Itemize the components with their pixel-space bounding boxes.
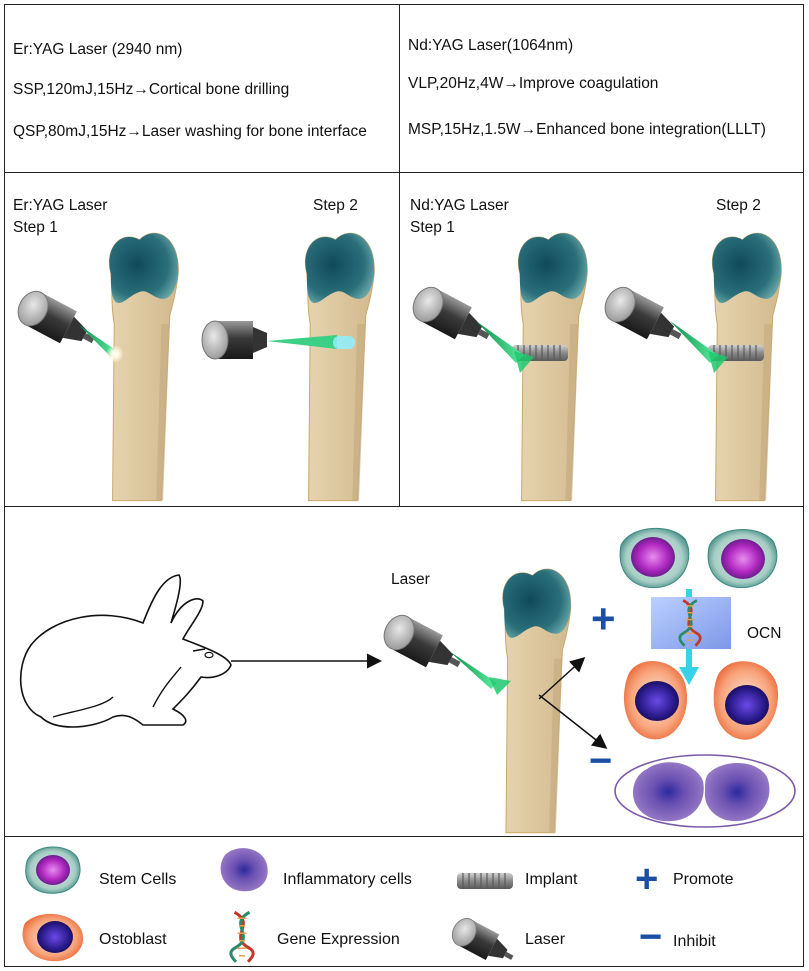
mid-left-step2-beam xyxy=(267,335,355,349)
legend-dna-icon xyxy=(229,910,255,964)
legend-panel: Stem Cells Inflammatory cells Implant + … xyxy=(4,836,804,971)
legend-stem-cell-icon xyxy=(25,846,81,894)
mid-right-step2-beam xyxy=(670,321,728,373)
legend-inflammatory-icon xyxy=(220,848,268,892)
legend-osteoblast: Ostoblast xyxy=(99,931,167,948)
top-right-panel: Nd:YAG Laser(1064nm) VLP,20Hz,4W→Improve… xyxy=(399,4,804,174)
stem-cell-2 xyxy=(707,529,778,589)
mid-right-title: Nd:YAG Laser xyxy=(410,197,509,214)
mid-right-step1-beam xyxy=(476,321,534,373)
legend-inflammatory-cells: Inflammatory cells xyxy=(283,871,412,888)
osteoblast-2 xyxy=(713,661,779,740)
mid-left-step2: Step 2 xyxy=(313,197,358,214)
gene-expression-box xyxy=(651,597,731,649)
legend-implant: Implant xyxy=(525,871,578,888)
er-yag-line2: QSP,80mJ,15Hz→Laser washing for bone int… xyxy=(13,123,367,140)
legend-implant-icon xyxy=(456,872,514,890)
legend-laser: Laser xyxy=(525,931,566,948)
mid-left-step2-laser-icon xyxy=(201,320,267,360)
osteoblast-1 xyxy=(623,660,688,740)
mid-right-step1: Step 1 xyxy=(410,219,455,236)
mid-left-panel: Er:YAG Laser Step 1 Step 2 xyxy=(4,172,401,508)
mid-left-title: Er:YAG Laser xyxy=(13,197,108,214)
mid-left-step1: Step 1 xyxy=(13,219,58,236)
top-left-panel: Er:YAG Laser (2940 nm) SSP,120mJ,15Hz→Co… xyxy=(4,4,401,174)
stem-cell-1 xyxy=(619,527,690,589)
mid-right-step2: Step 2 xyxy=(716,197,761,214)
rabbit-illustration xyxy=(19,574,232,728)
nd-yag-line1: VLP,20Hz,4W→Improve coagulation xyxy=(408,75,659,92)
legend-minus-icon: − xyxy=(639,915,663,959)
nd-yag-line2: MSP,15Hz,1.5W→Enhanced bone integration(… xyxy=(408,121,766,138)
rabbit-to-laser-arrow xyxy=(231,653,382,669)
legend-inhibit: Inhibit xyxy=(673,933,716,950)
inhibit-minus: − xyxy=(589,739,613,783)
inflammatory-oval xyxy=(614,754,796,828)
bottom-laser-beam xyxy=(449,651,511,695)
inhibit-arrow xyxy=(538,694,608,749)
mid-left-step2-bone xyxy=(304,232,375,502)
legend-laser-icon xyxy=(447,913,520,971)
promote-arrow xyxy=(538,656,586,700)
mid-right-panel: Nd:YAG Laser Step 1 Step 2 xyxy=(399,172,804,508)
promote-plus: + xyxy=(591,595,616,642)
mid-left-step1-bone xyxy=(108,232,179,502)
er-yag-line1: SSP,120mJ,15Hz→Cortical bone drilling xyxy=(13,81,290,98)
legend-osteoblast-icon xyxy=(22,913,84,962)
laser-label: Laser xyxy=(391,571,430,588)
er-yag-title: Er:YAG Laser (2940 nm) xyxy=(13,41,183,58)
legend-stem-cells: Stem Cells xyxy=(99,871,177,888)
ocn-label: OCN xyxy=(747,625,782,642)
legend-plus-icon: + xyxy=(635,857,659,901)
nd-yag-title: Nd:YAG Laser(1064nm) xyxy=(408,37,574,54)
mid-left-step1-beam xyxy=(79,325,124,363)
bottom-panel: Laser + − OCN xyxy=(4,506,804,838)
legend-gene-expression: Gene Expression xyxy=(277,931,400,948)
legend-promote: Promote xyxy=(673,871,734,888)
